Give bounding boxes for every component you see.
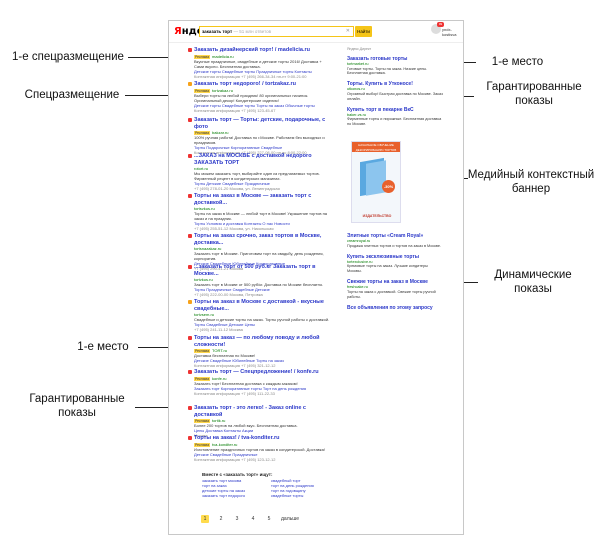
user-name[interactable]: yndx-kostisva	[442, 27, 457, 37]
favicon-icon	[188, 154, 192, 158]
dynamic-ad-title[interactable]: Купить эксклюзивные торты	[347, 253, 420, 260]
discount-badge: -30%	[382, 180, 395, 193]
annotation-special-first: 1-е спецразмещение	[12, 51, 124, 63]
annotation-media-banner: Медийный контекстный баннер	[467, 169, 595, 195]
result-guaranteed-1: Торты на заказ — по любому поводу и любо…	[188, 335, 332, 368]
search-header: Яндекс заказать торт — 51 млн ответов ✕ …	[169, 21, 463, 43]
find-button[interactable]: Найти	[355, 26, 372, 37]
favicon-icon	[188, 436, 192, 440]
annotation-first-place-right: 1-е место	[491, 56, 544, 68]
related-link[interactable]: торт на день рождения	[271, 483, 314, 488]
right-ad-title[interactable]: Заказать готовые торты	[347, 55, 408, 62]
related-searches: Вместе с «заказать торт» ищут: заказать …	[202, 472, 332, 498]
result-organic-2: Торты на заказ в Москве — заказать торт …	[188, 193, 332, 231]
right-ad-title[interactable]: Купить торт в пекарне ВкС	[347, 106, 414, 113]
right-ad-title[interactable]: Торты. Купить в Утконосе!	[347, 81, 413, 88]
related-link[interactable]: торт на годовщину	[271, 488, 306, 493]
ad-badge: Реклама	[194, 131, 211, 135]
related-link[interactable]: заказать торт москва	[202, 478, 242, 483]
related-link[interactable]: свадебные торты	[271, 493, 304, 498]
result-special-1: Заказать дизайнерский торт! / madelicia.…	[188, 47, 332, 79]
search-input[interactable]: заказать торт — 51 млн ответов ✕	[199, 26, 354, 37]
annotation-line	[125, 95, 186, 96]
result-organic-1: ...ЗАКАЗ на МОСКВЕ с доставкой недорого …	[188, 153, 332, 191]
result-guaranteed-3: Заказать торт - это легко! - Заказ onlin…	[188, 405, 332, 438]
annotation-guaranteed-right: Гарантированные показы	[486, 81, 582, 107]
favicon-icon	[188, 265, 192, 269]
all-ads-link[interactable]: Все объявления по этому запросу	[347, 305, 433, 312]
favicon-icon	[188, 336, 192, 340]
dynamic-ads: Элитные торты «Cream Royal» creamroyal.r…	[347, 233, 442, 312]
page-2[interactable]: 2	[219, 516, 223, 522]
clear-icon[interactable]: ✕	[345, 28, 350, 34]
result-guaranteed-2: Заказать торт — Спецпредложение! / konfe…	[188, 369, 332, 396]
ad-badge: Реклама	[194, 376, 211, 381]
page-3[interactable]: 3	[235, 516, 239, 522]
result-organic-3: Торты на заказ срочно, заказ тортов в Мо…	[188, 233, 332, 271]
media-banner[interactable]: НАЧАЛЬНОЕ ОБУЧЕНИЕ ДЕКОРИРОВАНИЮ ТОРТОВ …	[351, 141, 401, 223]
page-5[interactable]: 5	[267, 516, 271, 522]
pagination: 1 2 3 4 5 дальше	[201, 515, 299, 523]
ad-badge: Реклама	[194, 54, 211, 59]
yandex-logo[interactable]: Яндекс	[174, 26, 216, 37]
result-guaranteed-4: Торты на заказ! / tva-konditer.ru Реклам…	[188, 435, 332, 462]
favicon-icon	[188, 406, 192, 410]
result-organic-5: Торты на заказ в Москве с доставкой - вк…	[188, 299, 332, 332]
ad-badge: Реклама	[194, 442, 211, 447]
dynamic-ad-title[interactable]: Элитные торты «Cream Royal»	[347, 233, 424, 239]
annotation-dynamic: Динамические показы	[494, 269, 572, 295]
avatar[interactable]: 99	[431, 22, 444, 34]
ad-badge: Реклама	[194, 349, 211, 353]
annotation-first-place-left: 1-е место	[77, 341, 129, 353]
annotation-line	[135, 407, 186, 408]
favicon-icon	[188, 370, 192, 374]
result-special-2: Заказать торт недорого! / tortzakaz.ru Р…	[188, 81, 332, 113]
annotation-special: Спецразмещение	[24, 89, 120, 101]
next-page-link[interactable]: дальше	[281, 516, 300, 522]
favicon-icon	[188, 234, 192, 238]
favicon-icon	[188, 194, 192, 198]
brand-logo: ИЗДАТЕЛЬСТВО	[362, 214, 392, 218]
related-link[interactable]: свадебный торт	[271, 478, 301, 483]
related-link[interactable]: детские торты на заказ	[202, 488, 245, 493]
ad-badge: Реклама	[194, 419, 211, 423]
result-special-3: Заказать торт — Торты: детские, подарочн…	[188, 117, 332, 155]
annotation-line	[128, 57, 186, 58]
favicon-icon	[188, 118, 192, 122]
related-link[interactable]: заказать торт недорого	[202, 493, 246, 498]
notification-badge: 99	[437, 22, 444, 27]
ad-badge: Реклама	[194, 88, 211, 93]
favicon-icon	[188, 82, 192, 86]
result-organic-4: ...заказать торт от 500 руб.кг Заказать …	[188, 264, 332, 297]
serp-screenshot: Яндекс заказать торт — 51 млн ответов ✕ …	[168, 20, 464, 535]
favicon-icon	[188, 300, 192, 304]
right-ads: Яндекс.Директ Заказать готовые торты tor…	[347, 47, 443, 127]
annotation-line	[138, 347, 186, 348]
favicon-icon	[188, 48, 192, 52]
related-link[interactable]: торт на заказ	[202, 483, 227, 488]
dynamic-ad-title[interactable]: Свежие торты на заказ в Москве	[347, 278, 428, 285]
annotation-guaranteed-left: Гарантированные показы	[29, 393, 125, 419]
page-1[interactable]: 1	[201, 515, 209, 523]
page-4[interactable]: 4	[251, 516, 255, 522]
